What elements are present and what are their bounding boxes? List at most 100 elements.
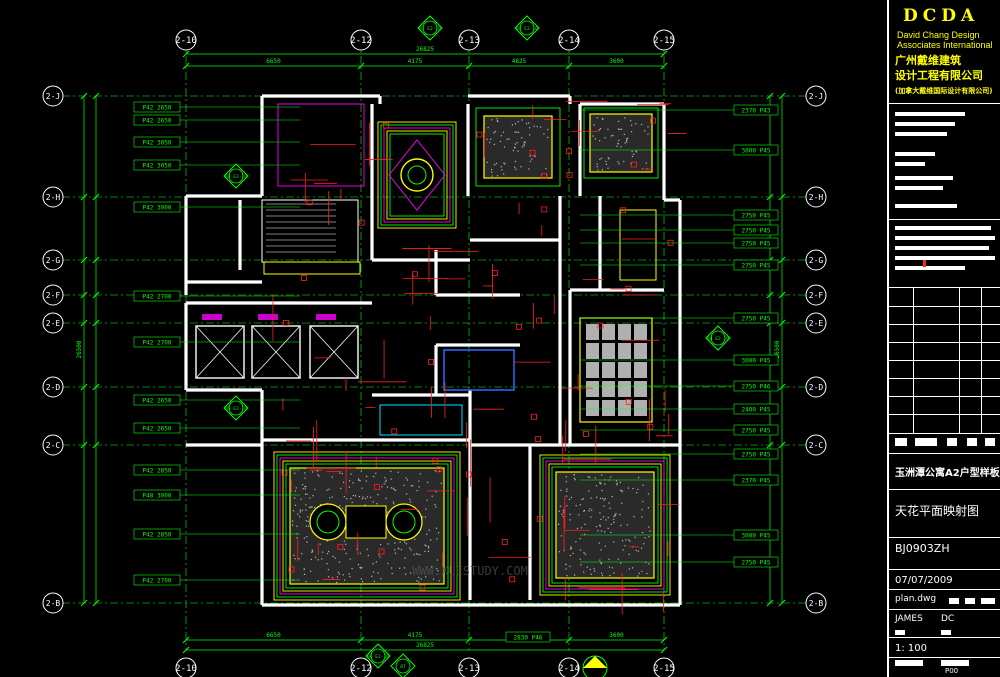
file-name-cell: plan.dwg — [889, 590, 1000, 610]
elevation-tag-circle — [710, 330, 726, 346]
dim-text: 26500 — [76, 340, 83, 358]
panel-texture — [599, 481, 601, 483]
ceiling-center-inset — [345, 505, 387, 539]
panel-texture — [641, 516, 643, 518]
panel-texture — [609, 507, 611, 509]
panel-texture — [351, 501, 353, 503]
panel-texture — [346, 498, 348, 500]
panel-texture — [614, 514, 616, 517]
light-fixture — [476, 131, 483, 138]
panel-texture — [566, 505, 568, 507]
panel-texture — [312, 471, 314, 473]
panel-texture — [593, 570, 596, 572]
panel-texture — [390, 478, 392, 480]
scale-cell: 1: 100 — [889, 638, 1000, 658]
grid-ceiling-tile — [586, 343, 599, 359]
panel-texture — [558, 523, 560, 525]
dim-tick — [465, 62, 473, 70]
panel-texture — [569, 513, 571, 516]
bath-ceiling — [443, 349, 515, 391]
panel-texture — [390, 487, 393, 489]
panel-texture — [646, 572, 648, 575]
panel-texture — [427, 481, 429, 483]
light-fixture — [536, 515, 543, 522]
light-fixture — [625, 285, 632, 292]
panel-texture — [608, 566, 610, 568]
height-callout-text: 3000 P45 — [742, 148, 771, 155]
light-fixture — [566, 148, 573, 155]
panel-texture — [428, 529, 430, 531]
height-callout-text: P42 2850 — [143, 532, 172, 539]
dim-tick — [565, 62, 573, 70]
dim-tick — [182, 636, 190, 644]
panel-texture — [304, 477, 306, 479]
panel-texture — [568, 498, 571, 501]
panel-texture — [398, 567, 401, 569]
dim-text: 26500 — [774, 340, 781, 358]
panel-texture — [558, 551, 560, 553]
panel-texture — [342, 507, 344, 509]
panel-texture — [414, 538, 416, 540]
panel-texture — [619, 481, 621, 484]
panel-texture — [601, 572, 603, 574]
panel-texture — [307, 520, 309, 522]
panel-texture — [317, 474, 319, 476]
panel-texture — [559, 505, 562, 507]
panel-texture — [605, 160, 607, 163]
panel-texture — [317, 559, 319, 561]
panel-texture — [613, 541, 615, 543]
panel-texture — [302, 488, 304, 490]
dim-text: 4175 — [408, 58, 423, 65]
bedroom2-ceiling-panel — [483, 115, 553, 179]
dim-text: 4825 — [512, 58, 527, 65]
axis-label-col: 2-10 — [175, 664, 197, 674]
panel-texture — [308, 506, 311, 508]
panel-texture — [604, 137, 606, 139]
panel-texture — [599, 559, 601, 561]
panel-texture — [543, 133, 545, 135]
light-fixture — [491, 270, 498, 276]
axis-bubble — [42, 249, 64, 271]
grid-ceiling-tile — [634, 400, 647, 416]
elevation-tag-circle — [395, 658, 411, 674]
panel-texture — [424, 516, 427, 518]
dim-tick — [766, 291, 774, 299]
panel-texture — [349, 575, 351, 578]
firm-logo-cell: DCDA David Chang Design Associates Inter… — [889, 0, 1000, 104]
panel-texture — [356, 548, 358, 550]
panel-texture — [599, 525, 601, 527]
grid-ceiling-tile — [618, 343, 631, 359]
panel-texture — [317, 470, 319, 472]
panel-texture — [578, 514, 580, 516]
panel-texture — [427, 550, 430, 552]
light-fixture — [301, 275, 307, 281]
panel-texture — [581, 498, 583, 501]
panel-texture — [627, 487, 630, 489]
panel-texture — [359, 566, 361, 568]
panel-texture — [601, 489, 603, 492]
panel-texture — [521, 137, 523, 139]
panel-texture — [372, 571, 375, 573]
panel-texture — [562, 509, 564, 512]
panel-texture — [437, 570, 439, 572]
panel-texture — [393, 503, 395, 505]
panel-texture — [301, 553, 303, 555]
elevator-car — [195, 325, 245, 379]
panel-texture — [293, 510, 295, 512]
light-fixture — [337, 543, 344, 550]
light-fixture — [432, 457, 439, 464]
height-callout-text: P48 3000 — [143, 493, 172, 500]
panel-texture — [591, 509, 593, 511]
panel-texture — [376, 503, 378, 505]
panel-texture — [413, 554, 415, 556]
dining-medallion — [400, 158, 434, 192]
bedroom-ceiling-frame — [542, 457, 668, 593]
panel-texture — [583, 571, 585, 573]
axis-label-row: 2-F — [809, 291, 824, 300]
panel-texture — [529, 155, 531, 157]
panel-texture — [312, 551, 314, 553]
panel-texture — [348, 573, 350, 575]
grid-ceiling-tile — [602, 324, 615, 340]
light-fixture — [531, 413, 537, 420]
panel-texture — [305, 520, 307, 522]
